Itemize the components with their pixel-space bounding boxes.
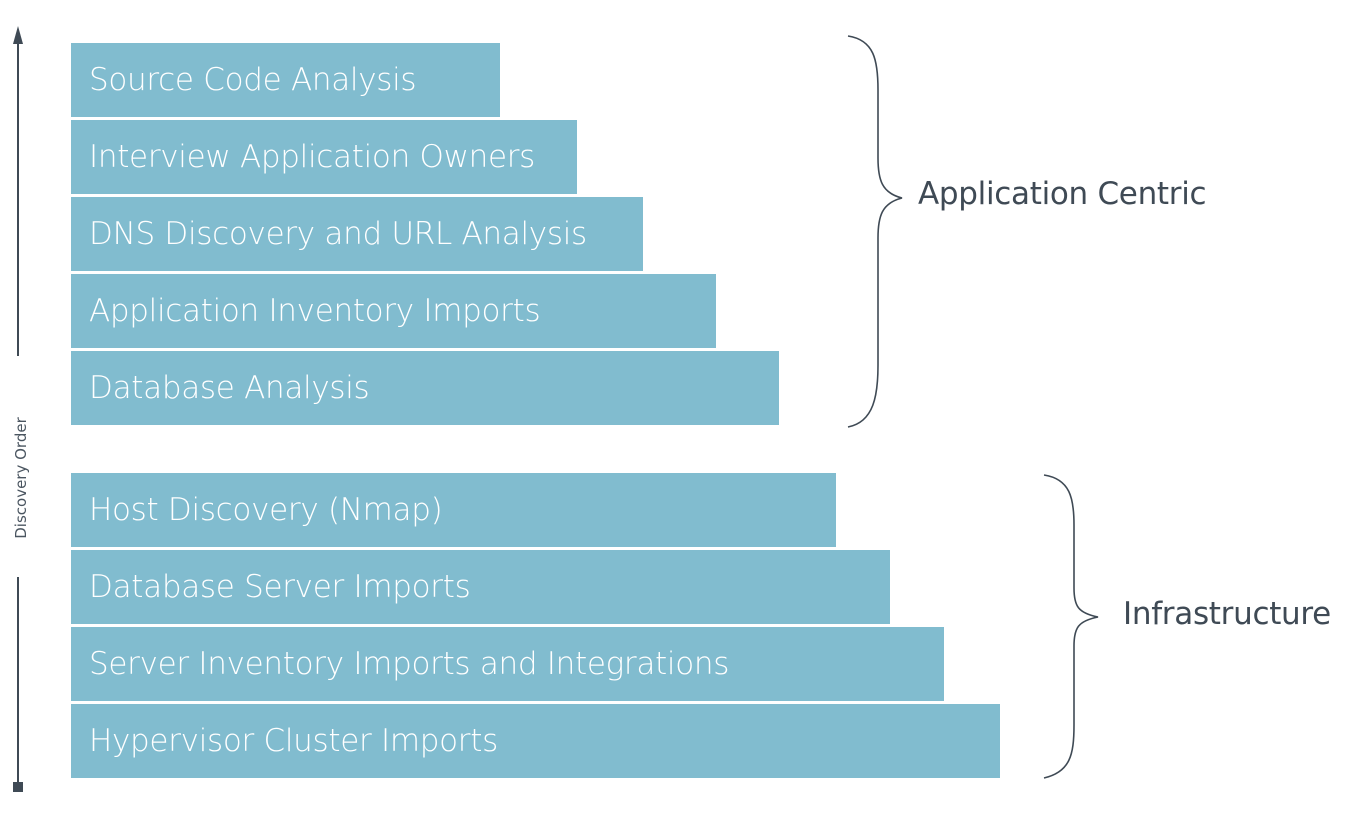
bar-label: Source Code Analysis bbox=[89, 62, 417, 98]
bar-label: Hypervisor Cluster Imports bbox=[89, 723, 498, 759]
group-label-application-centric: Application Centric bbox=[918, 176, 1207, 212]
bar-label: Host Discovery (Nmap) bbox=[89, 492, 443, 528]
bar-database-server-imports: Database Server Imports bbox=[71, 550, 890, 624]
bar-source-code-analysis: Source Code Analysis bbox=[71, 43, 500, 117]
group-label-infrastructure: Infrastructure bbox=[1123, 596, 1331, 632]
bar-hypervisor-cluster-imports: Hypervisor Cluster Imports bbox=[71, 704, 1000, 778]
application-centric-brace-icon bbox=[847, 35, 903, 428]
axis-end-square-icon bbox=[13, 782, 23, 792]
axis-arrow-up-icon bbox=[13, 26, 23, 44]
bar-dns-discovery-url-analysis: DNS Discovery and URL Analysis bbox=[71, 197, 643, 271]
bar-server-inventory-imports-integrations: Server Inventory Imports and Integration… bbox=[71, 627, 944, 701]
bar-label: Interview Application Owners bbox=[89, 139, 536, 175]
bar-label: Database Server Imports bbox=[89, 569, 471, 605]
discovery-order-axis bbox=[13, 26, 23, 792]
bar-interview-application-owners: Interview Application Owners bbox=[71, 120, 577, 194]
axis-label: Discovery Order bbox=[12, 417, 30, 539]
bar-host-discovery-nmap: Host Discovery (Nmap) bbox=[71, 473, 836, 547]
bar-label: Database Analysis bbox=[89, 370, 370, 406]
infrastructure-brace-icon bbox=[1043, 474, 1099, 779]
bar-application-inventory-imports: Application Inventory Imports bbox=[71, 274, 716, 348]
bar-label: DNS Discovery and URL Analysis bbox=[89, 216, 587, 252]
bar-label: Server Inventory Imports and Integration… bbox=[89, 646, 730, 682]
bar-label: Application Inventory Imports bbox=[89, 293, 541, 329]
bar-database-analysis: Database Analysis bbox=[71, 351, 779, 425]
